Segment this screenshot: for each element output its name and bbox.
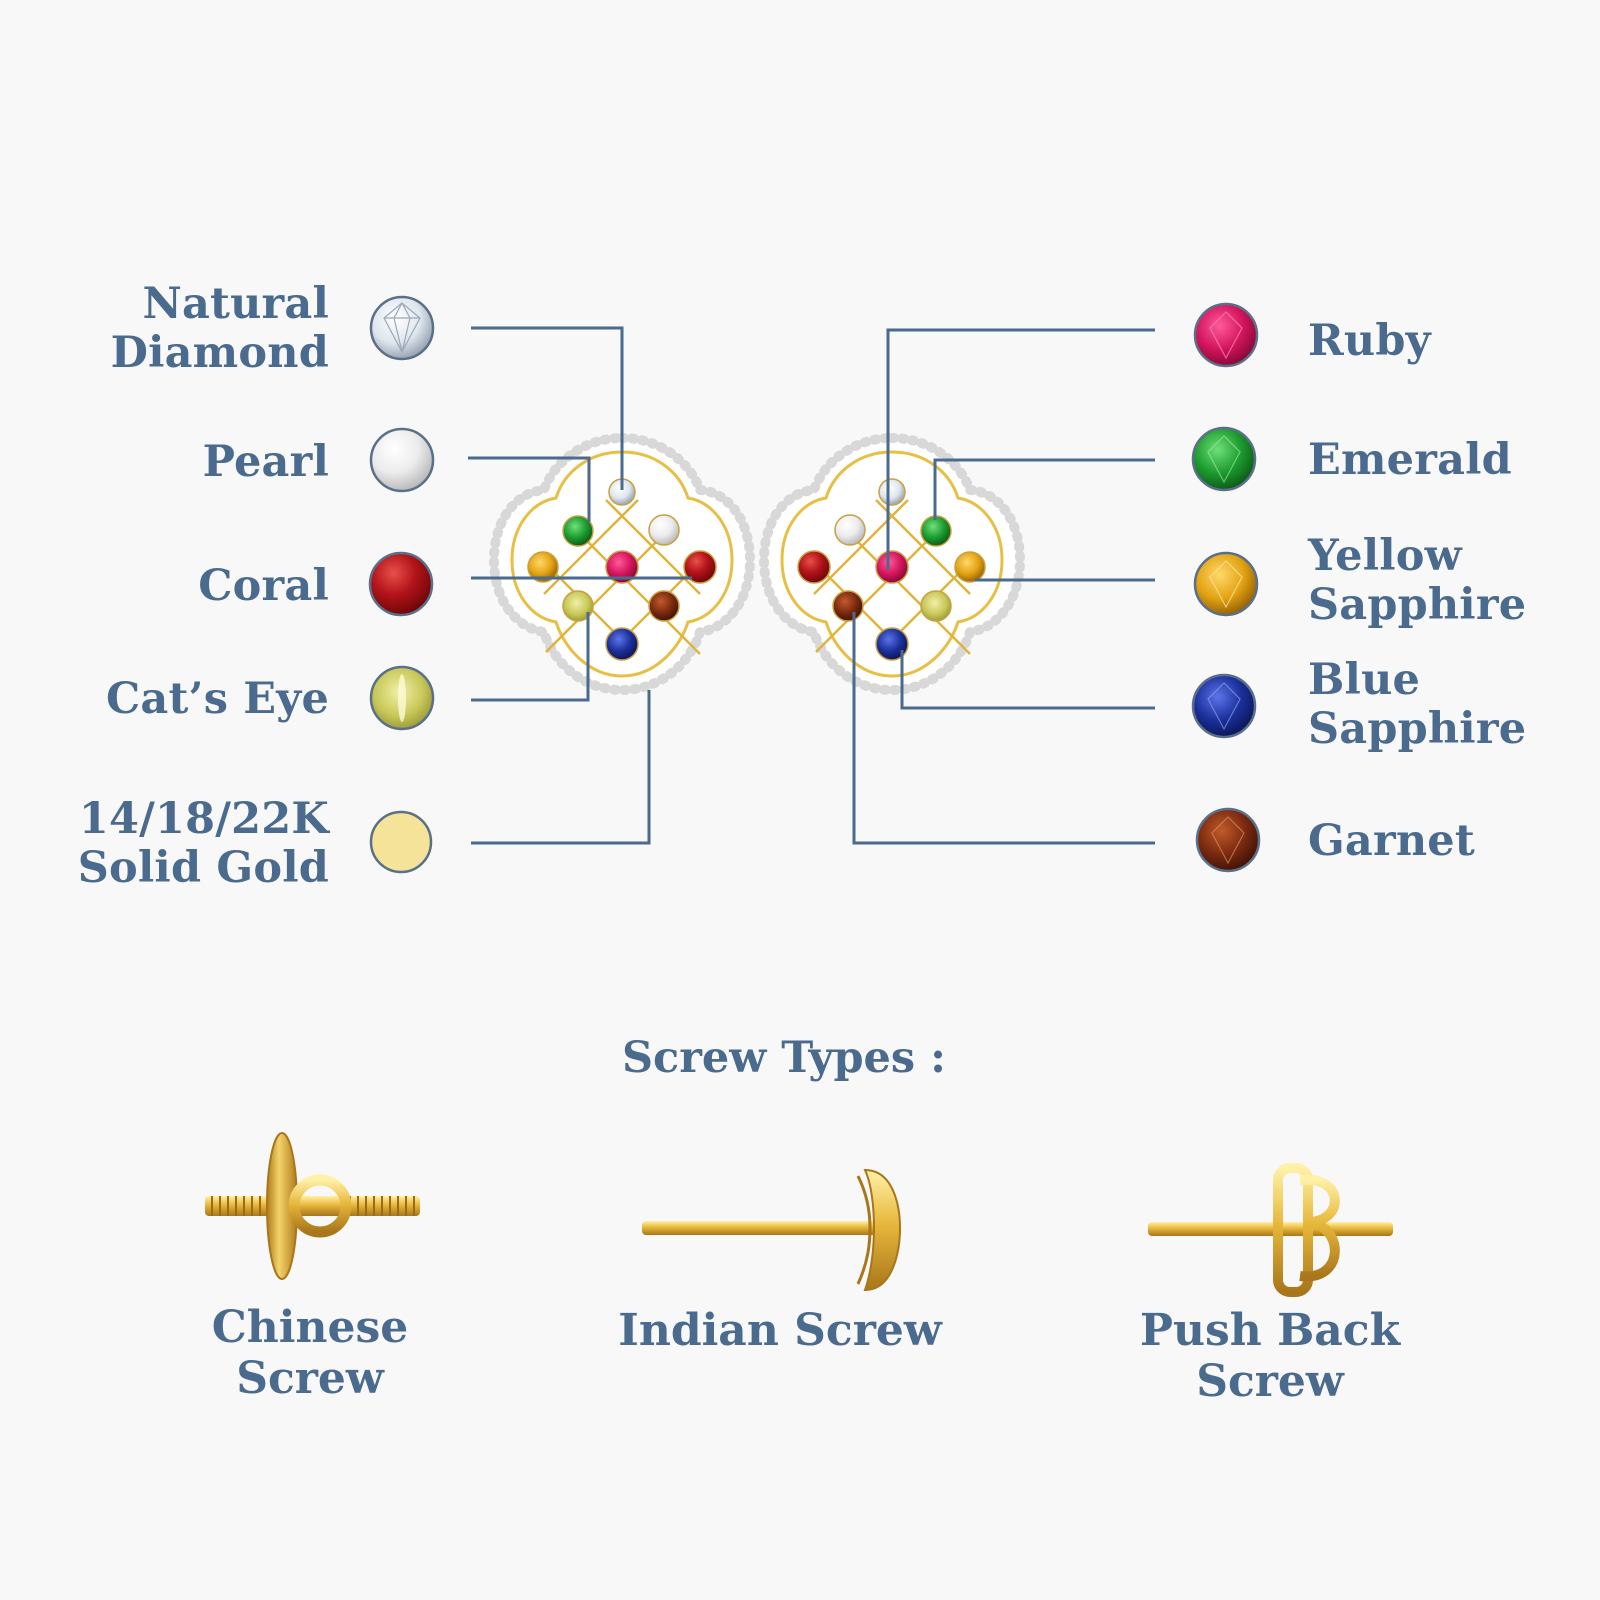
legend-line: Blue: [1308, 655, 1421, 705]
legend-line: Sapphire: [1308, 580, 1527, 630]
legend-label-ruby: Ruby: [1308, 317, 1431, 366]
legend-line: Ruby: [1308, 316, 1431, 366]
right-earring-illustration: [758, 432, 1026, 696]
legend-label-pearl: Pearl: [203, 438, 329, 487]
leader-blue-sapphire: [900, 650, 1155, 710]
leader-gold: [471, 690, 651, 845]
legend-label-coral: Coral: [198, 562, 329, 611]
emerald-icon: [1191, 426, 1257, 492]
legend-label-garnet: Garnet: [1308, 817, 1475, 866]
screw-label-indian: Indian Screw: [618, 1305, 942, 1356]
legend-label-emerald: Emerald: [1308, 436, 1512, 485]
push-back-screw-icon: [1148, 1163, 1393, 1297]
legend-line: Cat’s Eye: [105, 674, 329, 724]
leader-diamond: [471, 326, 624, 490]
right-leader-lines: [852, 328, 1155, 845]
leader-cats-eye: [471, 612, 590, 702]
indian-screw-icon: [642, 1168, 902, 1292]
left-earring-illustration: [488, 432, 756, 696]
legend-line: 14/18/22K: [78, 794, 329, 844]
legend-label-cats-eye: Cat’s Eye: [106, 675, 329, 724]
legend-line: Diamond: [110, 328, 329, 378]
legend-line: Yellow: [1308, 531, 1462, 581]
ruby-icon: [1193, 302, 1259, 368]
yellow-sapphire-icon: [1193, 551, 1259, 617]
screw-types-title: Screw Types :: [622, 1033, 946, 1083]
legend-line: Sapphire: [1308, 704, 1527, 754]
legend-line: Pearl: [202, 437, 329, 487]
legend-label-solid-gold: 14/18/22K Solid Gold: [78, 795, 329, 893]
legend-line: Coral: [198, 561, 329, 611]
legend-label-natural-diamond: Natural Diamond: [111, 280, 329, 378]
garnet-icon: [1195, 807, 1261, 873]
diamond-icon: [369, 295, 435, 361]
screw-label-chinese: Chinese Screw: [211, 1302, 409, 1404]
leader-emerald: [933, 458, 1155, 520]
blue-sapphire-icon: [1191, 673, 1257, 739]
cats-eye-icon: [369, 665, 435, 731]
legend-line: Emerald: [1308, 435, 1512, 485]
screw-label-push-back: Push Back Screw: [1139, 1305, 1401, 1407]
left-leader-lines: [468, 326, 692, 845]
leader-garnet: [852, 612, 1155, 845]
legend-line: Solid Gold: [77, 843, 329, 893]
legend-line: Garnet: [1308, 816, 1475, 866]
gold-swatch-icon: [369, 810, 433, 874]
legend-label-blue-sapphire: Blue Sapphire: [1308, 656, 1526, 754]
coral-icon: [368, 551, 434, 617]
leader-pearl: [468, 456, 591, 522]
legend-label-yellow-sapphire: Yellow Sapphire: [1308, 532, 1526, 630]
chinese-screw-icon: [205, 1132, 420, 1280]
pearl-icon: [369, 427, 435, 493]
leader-ruby: [886, 328, 1155, 570]
legend-line: Natural: [142, 279, 329, 329]
